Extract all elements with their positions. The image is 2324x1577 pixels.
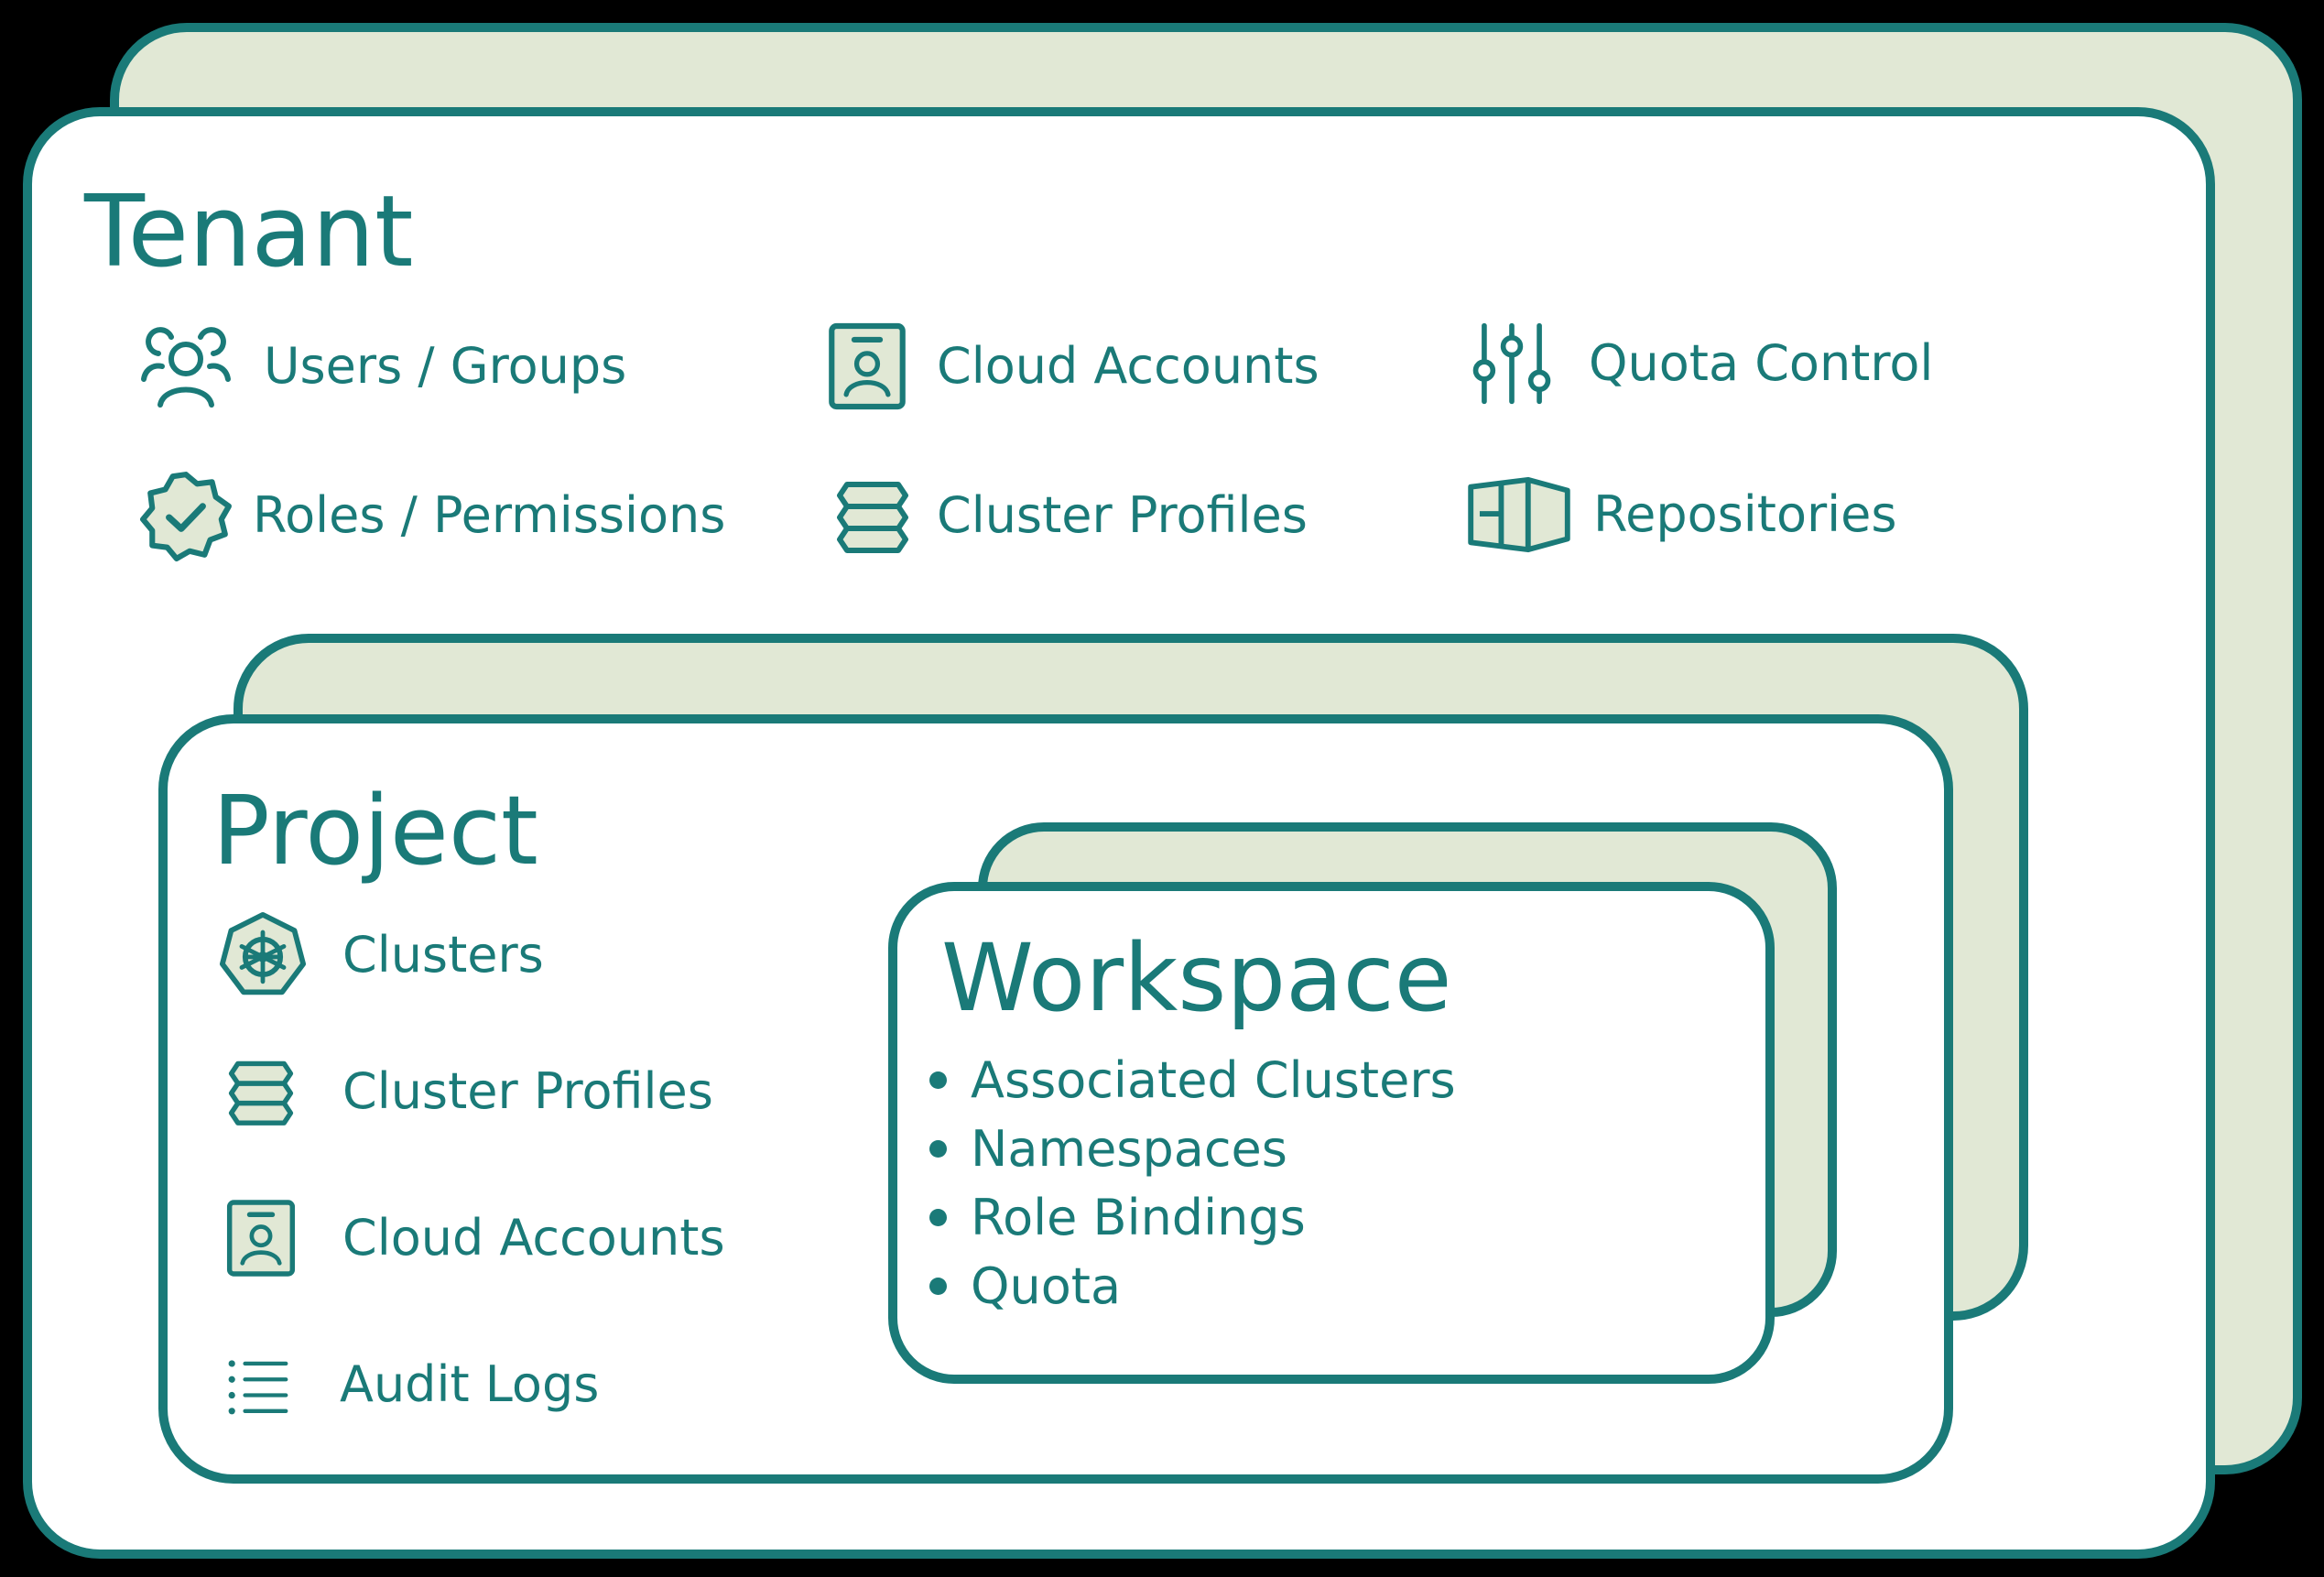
project-item-label: Clusters xyxy=(342,926,544,984)
project-item-label: Cluster Profiles xyxy=(342,1062,713,1120)
project-item-audit-logs: Audit Logs xyxy=(223,1352,599,1418)
tenant-item-users-groups: Users / Groups xyxy=(128,321,626,412)
bullet-icon xyxy=(929,1278,947,1295)
repository-box-icon xyxy=(1465,474,1573,555)
list-item: Associated Clusters xyxy=(929,1046,1456,1115)
tenant-title: Tenant xyxy=(84,175,414,289)
tenant-item-label: Cloud Accounts xyxy=(937,337,1319,395)
project-item-label: Audit Logs xyxy=(340,1355,600,1413)
tenant-item-roles-permissions: Roles / Permissions xyxy=(139,469,725,562)
tenant-item-cloud-accounts: Cloud Accounts xyxy=(827,319,1319,414)
verified-badge-icon xyxy=(139,469,233,562)
project-item-cluster-profiles: Cluster Profiles xyxy=(220,1048,713,1136)
tenant-item-label: Repositories xyxy=(1593,485,1897,543)
workspace-item-label: Associated Clusters xyxy=(971,1051,1456,1109)
list-item: Namespaces xyxy=(929,1115,1456,1183)
workspace-item-label: Role Bindings xyxy=(971,1189,1306,1246)
layers-icon xyxy=(827,467,918,564)
list-item: Quota xyxy=(929,1252,1456,1321)
workspace-card xyxy=(888,882,1775,1384)
project-title: Project xyxy=(212,775,538,886)
workspace-title: Workspace xyxy=(941,924,1452,1033)
sliders-icon xyxy=(1468,321,1556,407)
tenant-item-cluster-profiles: Cluster Profiles xyxy=(827,467,1308,564)
id-badge-icon xyxy=(827,319,907,414)
id-badge-icon xyxy=(225,1196,297,1280)
bullet-icon xyxy=(929,1140,947,1158)
workspace-list: Associated Clusters Namespaces Role Bind… xyxy=(929,1046,1456,1321)
project-item-clusters: Clusters xyxy=(218,911,544,999)
project-item-cloud-accounts: Cloud Accounts xyxy=(225,1196,725,1280)
workspace-item-label: Namespaces xyxy=(971,1120,1287,1178)
list-item: Role Bindings xyxy=(929,1183,1456,1252)
list-icon xyxy=(223,1352,294,1418)
tenant-item-quota-control: Quota Control xyxy=(1468,321,1933,407)
tenant-item-label: Roles / Permissions xyxy=(253,486,726,544)
kubernetes-helm-icon xyxy=(218,911,308,999)
tenant-item-repositories: Repositories xyxy=(1465,474,1897,555)
bullet-icon xyxy=(929,1071,947,1089)
bullet-icon xyxy=(929,1209,947,1226)
users-groups-icon xyxy=(128,321,244,412)
layers-icon xyxy=(220,1048,302,1136)
tenant-item-label: Quota Control xyxy=(1589,334,1934,392)
tenant-item-label: Cluster Profiles xyxy=(937,486,1308,544)
workspace-item-label: Quota xyxy=(971,1257,1122,1315)
project-item-label: Cloud Accounts xyxy=(342,1209,725,1267)
tenant-item-label: Users / Groups xyxy=(264,337,627,395)
